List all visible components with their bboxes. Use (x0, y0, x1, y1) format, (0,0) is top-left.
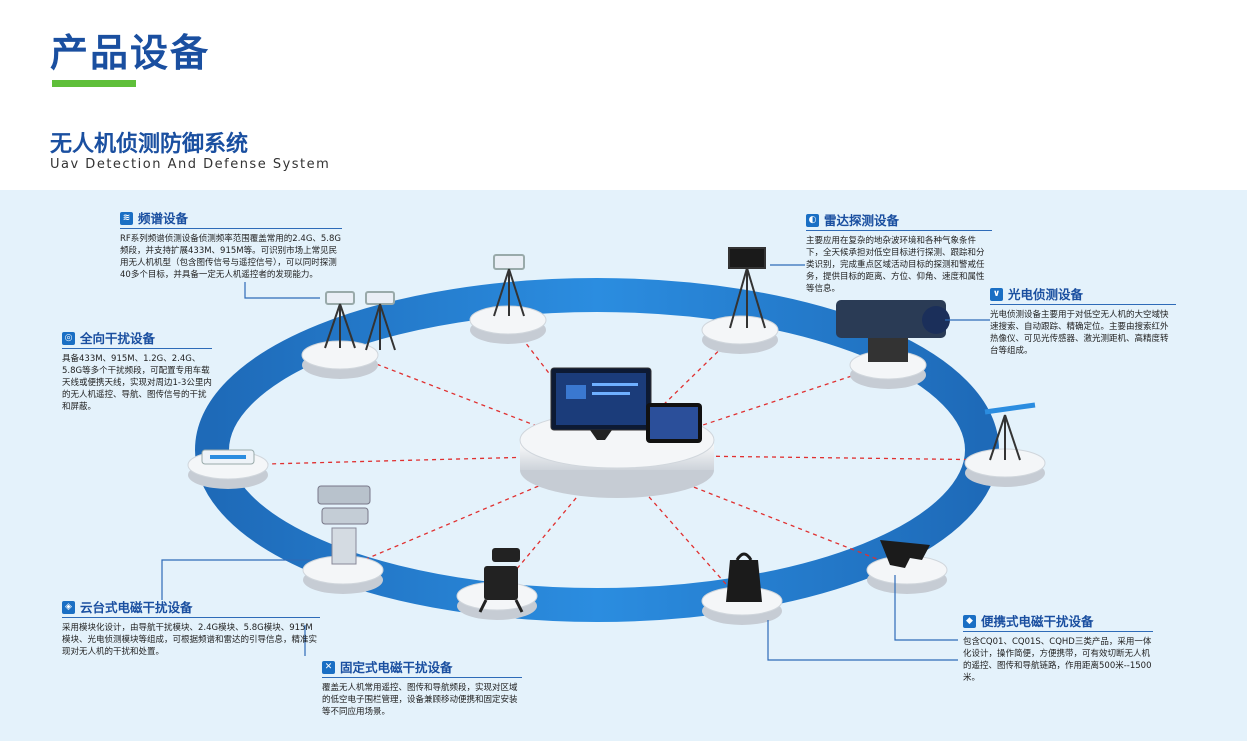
omni-jammer-icon (201, 449, 255, 465)
section-title-en: Uav Detection And Defense System (50, 157, 331, 172)
signal-icon: ◎ (62, 332, 75, 345)
card-gimbal-desc: 采用模块化设计，由导航干扰模块、2.4G模块、5.8G模块、915M模块、光电侦… (62, 623, 318, 657)
card-optic: ∨ 光电侦测设备 光电侦测设备主要用于对低空无人机的大空域快速搜索、自动跟踪、精确… (990, 288, 1176, 357)
callout-lines (161, 264, 990, 661)
handheld-jammer-icon (880, 540, 930, 568)
card-fixed: ✕ 固定式电磁干扰设备 覆盖无人机常用遥控、图传和导航频段，实现对区域的低空电子围… (322, 661, 522, 718)
card-omni-title: 全向干扰设备 (80, 330, 156, 346)
card-radar: ◐ 雷达探测设备 主要应用在复杂的地杂波环境和各种气象条件下，全天候承担对低空目标… (806, 214, 992, 295)
card-optic-title: 光电侦测设备 (1008, 286, 1084, 302)
card-portable: ◆ 便携式电磁干扰设备 包含CQ01、CQ01S、CQHD三类产品，采用一体化设计… (963, 615, 1153, 684)
section-title: 无人机侦测防御系统 (50, 132, 249, 157)
card-optic-desc: 光电侦测设备主要用于对低空无人机的大空域快速搜索、自动跟踪、精确定位。主要由搜索… (990, 310, 1169, 356)
page-title: 产品设备 (50, 31, 211, 75)
card-fixed-title: 固定式电磁干扰设备 (340, 659, 453, 675)
gimbal-jammer-icon (317, 485, 371, 565)
radar-tripod-icon (728, 247, 766, 329)
card-portable-title: 便携式电磁干扰设备 (981, 613, 1094, 629)
card-spectrum: ≋ 频谱设备 RF系列频谱侦测设备侦测频率范围覆盖常用的2.4G、5.8G频段，并… (120, 212, 342, 281)
wifi-icon: ≋ (120, 212, 133, 225)
card-omni-desc: 具备433M、915M、1.2G、2.4G、5.8G等多个干扰频段，可配置专用车… (62, 354, 212, 412)
fixed-jammer-icon (478, 548, 524, 613)
card-spectrum-desc: RF系列频谱侦测设备侦测频率范围覆盖常用的2.4G、5.8G频段，并支持扩展43… (120, 234, 342, 280)
cross-icon: ✕ (322, 661, 335, 674)
card-gimbal-title: 云台式电磁干扰设备 (80, 599, 193, 615)
badge-icon: ◆ (963, 615, 976, 628)
card-omni: ◎ 全向干扰设备 具备433M、915M、1.2G、2.4G、5.8G等多个干扰频… (62, 332, 212, 413)
command-center (519, 367, 715, 498)
card-fixed-desc: 覆盖无人机常用遥控、图传和导航频段，实现对区域的低空电子围栏管理，设备兼顾移动便… (322, 683, 518, 717)
optic-turret-icon (836, 300, 950, 362)
telescope-jammer-icon (984, 402, 1036, 461)
title-underline (52, 80, 136, 87)
wave-icon: ∨ (990, 288, 1003, 301)
card-radar-desc: 主要应用在复杂的地杂波环境和各种气象条件下，全天候承担对低空目标进行探测、跟踪和… (806, 236, 985, 294)
card-radar-title: 雷达探测设备 (824, 212, 900, 228)
spectrum-tripods-icon (324, 254, 525, 351)
pedestals (187, 305, 1046, 625)
shield-icon: ◈ (62, 601, 75, 614)
card-gimbal: ◈ 云台式电磁干扰设备 采用模块化设计，由导航干扰模块、2.4G模块、5.8G模块… (62, 601, 320, 658)
card-spectrum-title: 频谱设备 (138, 210, 189, 226)
radar-icon: ◐ (806, 214, 819, 227)
backpack-jammer-icon (726, 552, 762, 602)
card-portable-desc: 包含CQ01、CQ01S、CQHD三类产品，采用一体化设计，操作简便，方便携带，… (963, 637, 1152, 683)
